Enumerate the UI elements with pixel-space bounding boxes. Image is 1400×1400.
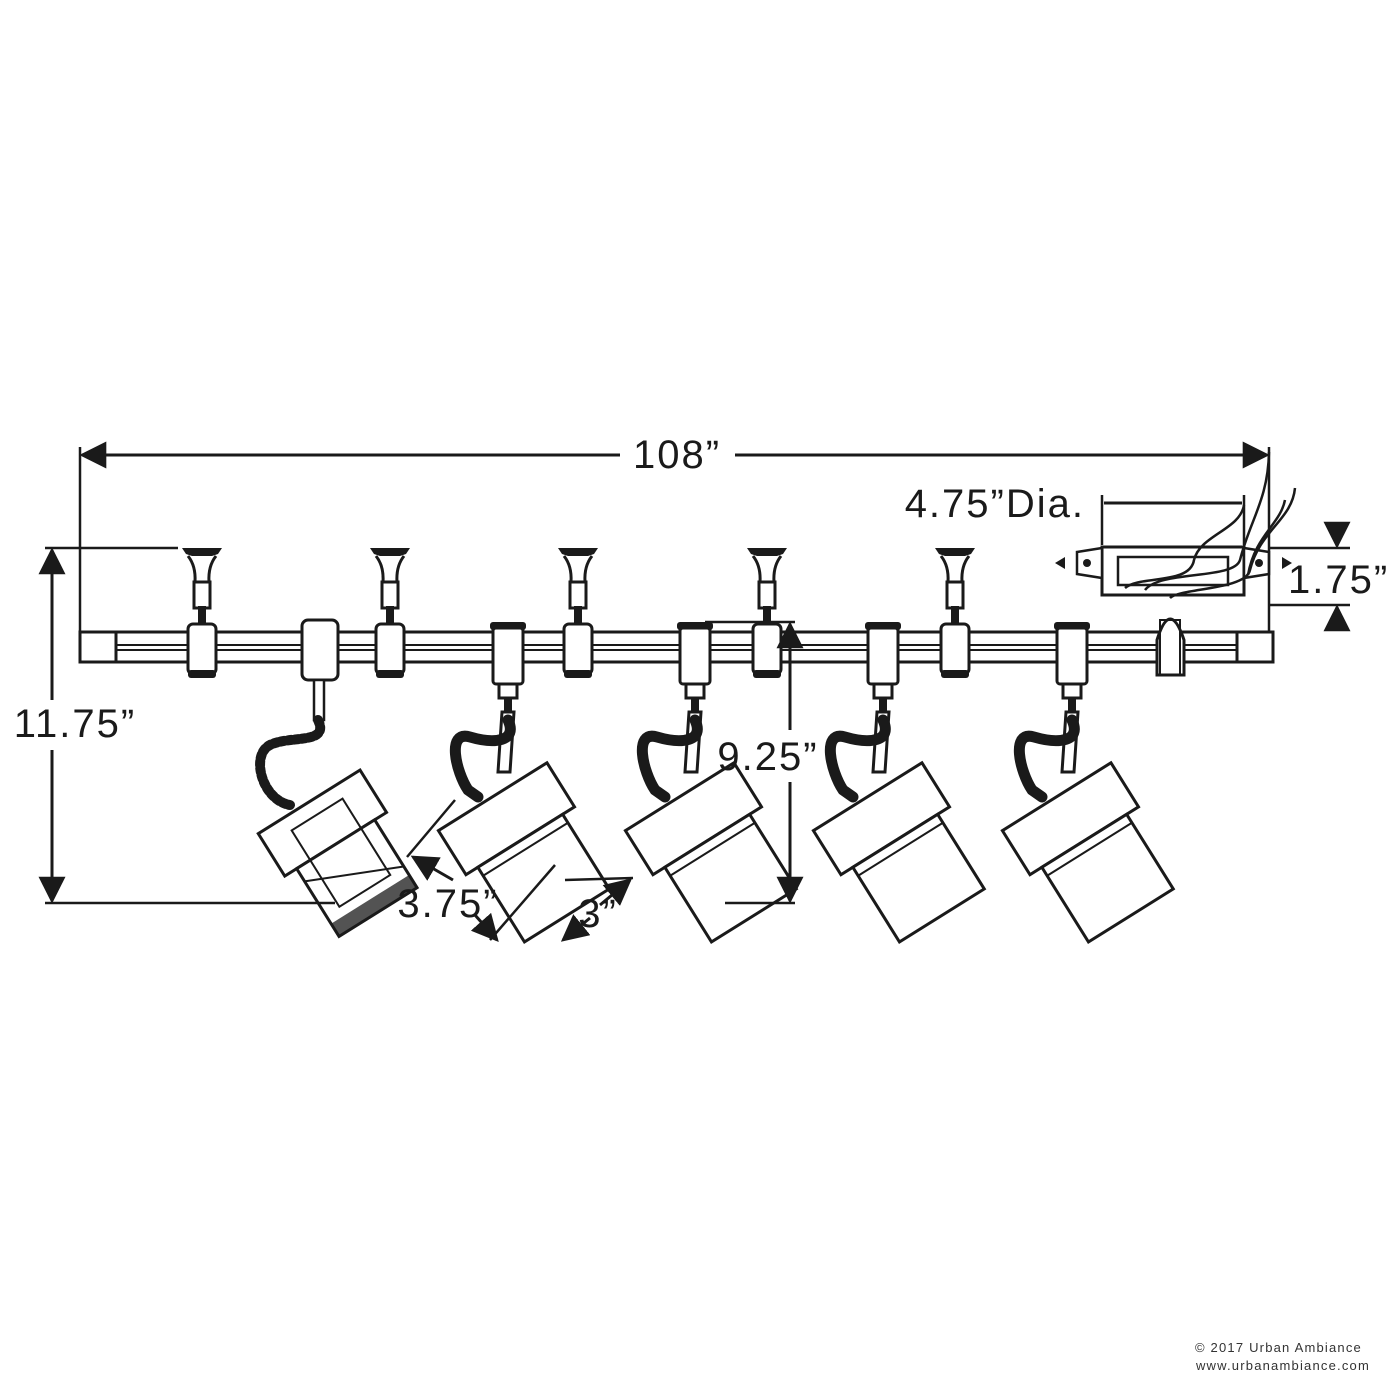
dimension-head-size: 3.75” 3”: [397, 799, 634, 943]
head-length-label: 3.75”: [397, 882, 498, 926]
website-url: www.urbanambiance.com: [1195, 1358, 1370, 1373]
copyright-block: © 2017 Urban Ambiance www.urbanambiance.…: [1195, 1340, 1370, 1373]
track-rail: [78, 630, 1275, 664]
dimension-canopy-height: 1.75”: [1270, 521, 1389, 632]
track-light-head-detailed: [255, 618, 420, 939]
head-drop-label: 9.25”: [717, 735, 818, 779]
copyright-line: © 2017 Urban Ambiance: [1195, 1340, 1362, 1355]
track-support: [180, 546, 224, 680]
overall-height-label: 11.75”: [14, 702, 136, 746]
dimension-overall-height: 11.75”: [14, 546, 335, 905]
canopy: [1055, 451, 1297, 600]
track-connector: [1155, 617, 1186, 677]
overall-length-label: 108”: [633, 433, 721, 477]
track-support: [745, 546, 789, 680]
dimension-head-drop: 9.25”: [705, 620, 818, 905]
track-support: [933, 546, 977, 680]
track-support: [368, 546, 412, 680]
canopy-diameter-label: 4.75”Dia.: [905, 482, 1085, 526]
head-diameter-label: 3”: [578, 892, 618, 936]
track-support: [556, 546, 600, 680]
dimension-overall-length: 108”: [78, 433, 1271, 632]
dimension-canopy-diameter: 4.75”Dia.: [905, 482, 1246, 545]
canopy-height-label: 1.75”: [1288, 558, 1389, 602]
